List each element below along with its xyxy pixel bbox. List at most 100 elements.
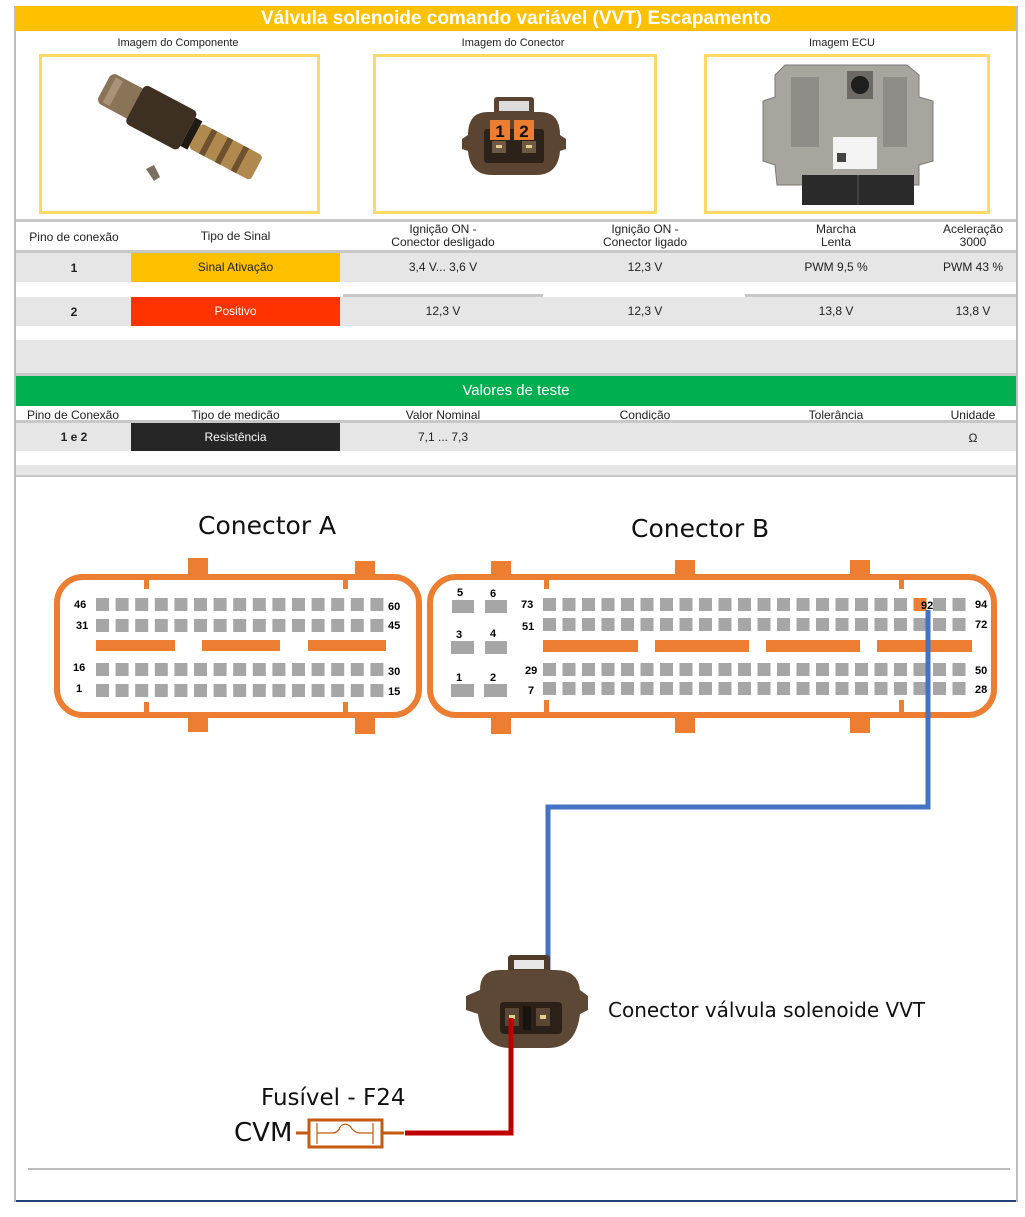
table-divider (745, 294, 1016, 297)
connector-a-pin (135, 663, 149, 676)
connector-b-label-3: 3 (456, 629, 462, 641)
connector-a-pin (350, 619, 364, 632)
solenoid-connector (466, 955, 588, 1048)
connector-b-pin (777, 618, 790, 631)
header-accel-line2: 3000 (959, 235, 987, 249)
connector-a-pin (370, 598, 384, 611)
connector-b-pin (699, 663, 712, 676)
connector-b-pin (757, 618, 771, 631)
connector-a-pin (194, 598, 207, 611)
connector-a-label-16: 16 (73, 662, 85, 674)
source-label: CVM (234, 1118, 293, 1148)
connector-b-pin (640, 663, 654, 676)
connector-b-tab (675, 715, 695, 733)
header-ign-on-line2: Conector ligado (602, 235, 688, 249)
connector-b-pin (582, 618, 595, 631)
row1-pin: 1 (70, 261, 78, 275)
connector-b-pin (601, 682, 615, 695)
connector-b-pin (718, 663, 732, 676)
connector-b-pin (777, 682, 790, 695)
fuse-label: Fusível - F24 (261, 1085, 406, 1111)
row2-signal-type-badge: Positivo (131, 297, 340, 326)
fuse-icon (296, 1118, 404, 1149)
connector-a-pin (194, 684, 207, 697)
connector-b-key (655, 640, 749, 652)
connector-a-notch (144, 577, 149, 589)
test-header-measurement: Tipo de medição (191, 408, 280, 422)
two-pin-connector-icon: 1 2 (462, 97, 566, 175)
connector-b-pin (952, 598, 966, 611)
connector-a-pin (135, 684, 149, 697)
connector-a-shell (54, 574, 422, 718)
row1-signal-type-badge: Sinal Ativação (131, 253, 340, 282)
connector-b-pin (660, 663, 673, 676)
connector-b-pin-5 (452, 600, 474, 613)
connector-a-pin (331, 619, 345, 632)
connector-b-pin (796, 663, 810, 676)
connector-a-pin (115, 619, 129, 632)
connector-b-pin (562, 682, 576, 695)
connector-b-pin (894, 618, 907, 631)
connector-b-key (543, 640, 638, 652)
connector-b-tab (675, 560, 695, 577)
connector-b-pin (679, 618, 693, 631)
connector-b-notch (544, 577, 549, 589)
connector-b-pin (562, 663, 576, 676)
connector-b-tab (850, 560, 870, 577)
connector-a-pin (233, 598, 247, 611)
connector-b-pin (952, 682, 966, 695)
connector-b-pin (777, 663, 790, 676)
page-bottom-border (16, 1200, 1016, 1202)
connector-b-pin (601, 663, 615, 676)
connector-b-pin (640, 682, 654, 695)
connector-a-tab (355, 715, 375, 734)
connector-a-pin (272, 684, 286, 697)
connector-a-pin (370, 663, 384, 676)
connector-b-pin (913, 618, 927, 631)
row1-ign-off: 3,4 V... 3,6 V (408, 260, 478, 274)
table-divider (16, 250, 1016, 253)
connector-b-tab (491, 561, 511, 577)
connector-b-notch (899, 577, 904, 589)
connector-pin-2-label: 2 (519, 122, 528, 141)
component-image (39, 54, 320, 214)
row2-accel: 13,8 V (955, 304, 991, 318)
connector-a-pin (370, 619, 384, 632)
connector-b: 5 6 3 4 1 2 73 51 29 7 92 94 72 50 28 (427, 560, 997, 734)
connector-b-label-72: 72 (975, 619, 987, 631)
connector-a-pin (115, 684, 129, 697)
power-wire (405, 1018, 514, 1136)
header-idle-line1: Marcha (815, 222, 856, 236)
connector-b-pin (913, 598, 927, 611)
connector-b-pin (933, 598, 946, 611)
connector-b-pin (679, 682, 693, 695)
test-header-nominal: Valor Nominal (405, 408, 481, 422)
connector-b-pin-3 (451, 641, 474, 654)
connector-pin-1-label: 1 (495, 122, 504, 141)
table-divider (16, 373, 1016, 376)
connector-a-pin (154, 684, 168, 697)
connector-b-pin (660, 682, 673, 695)
connector-a-pin (292, 663, 305, 676)
connector-b-pin (621, 598, 634, 611)
connector-b-pin (718, 598, 732, 611)
connector-a-pin (154, 663, 168, 676)
connector-b-pin (621, 682, 634, 695)
connector-a-pin (350, 684, 364, 697)
connector-a-pin (213, 663, 227, 676)
test-header-tolerance: Tolerância (808, 408, 864, 422)
connector-b-pin (757, 682, 771, 695)
connector-a-pin (292, 684, 305, 697)
connector-b-pin (640, 618, 654, 631)
header-accel-line1: Aceleração (942, 222, 1004, 236)
connector-b-pin (699, 682, 712, 695)
solenoid-connector-label: Conector válvula solenoide VVT (608, 998, 926, 1022)
connector-b-tab (491, 715, 511, 734)
ecu-image (704, 54, 990, 214)
test-header-unit: Unidade (950, 408, 996, 422)
connector-b-pin (699, 598, 712, 611)
connector-b-pin-4 (485, 641, 507, 654)
connector-a-pin (213, 619, 227, 632)
connector-b-pin (621, 663, 634, 676)
